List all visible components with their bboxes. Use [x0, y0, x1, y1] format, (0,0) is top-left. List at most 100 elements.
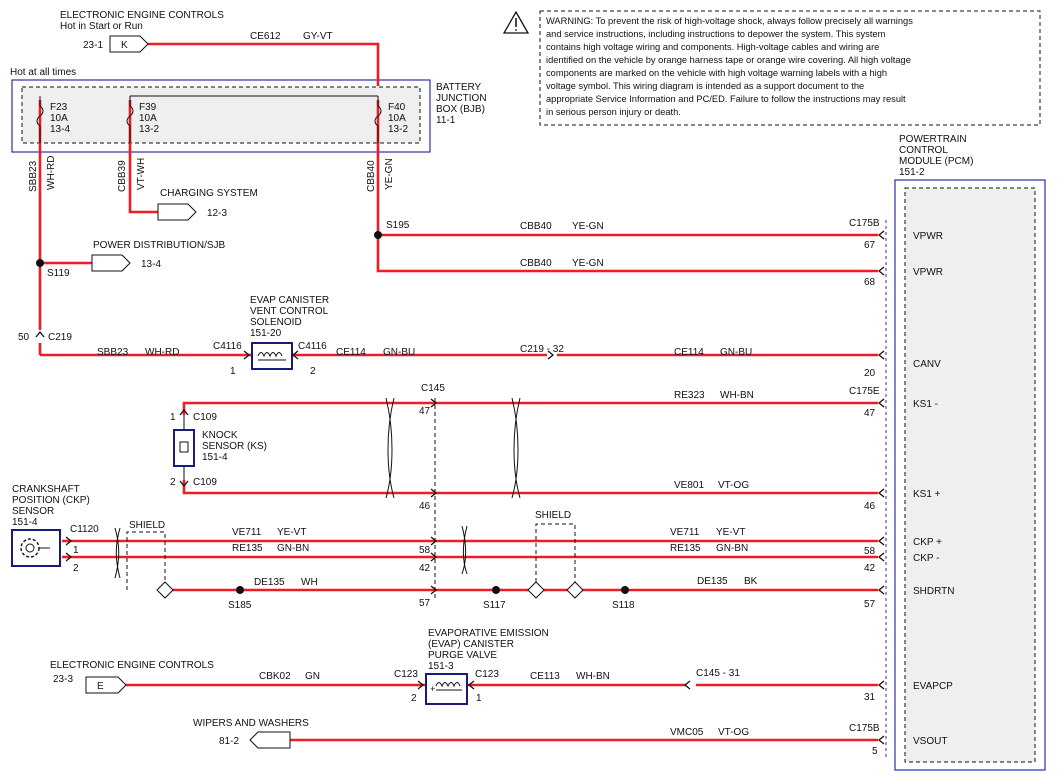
- knock-name-2: SENSOR (KS): [202, 441, 267, 452]
- ckp-name-3: SENSOR: [12, 506, 54, 517]
- fuse-f23-loc: 13-4: [50, 124, 70, 135]
- top-feed-flag: [109, 35, 149, 53]
- charging-flag: [157, 203, 197, 221]
- knock-conn-bottom: C109: [193, 477, 217, 488]
- warning-line-1: WARNING: To prevent the risk of high-vol…: [546, 16, 913, 26]
- eec2-label: ELECTRONIC ENGINE CONTROLS: [50, 660, 214, 671]
- evap-vent-conn-right: C4116: [298, 341, 327, 352]
- fuse-f40-amp: 10A: [388, 113, 406, 124]
- bjb-inner-box: [21, 86, 421, 144]
- wire-ks-pos-color: VT-OG: [718, 480, 749, 491]
- ckp-pin1: 1: [73, 545, 79, 556]
- fuse-f40-name: F40: [388, 102, 406, 113]
- ckp-wire2-color: GN-BN: [277, 543, 309, 554]
- evap-vent-name-3: SOLENOID: [250, 317, 302, 328]
- c145-pin-47: 47: [419, 406, 431, 417]
- evap-vent-name-2: VENT CONTROL: [250, 306, 329, 317]
- top-feed-sub: Hot in Start or Run: [60, 21, 143, 32]
- top-feed-circuit: CE612: [250, 31, 281, 42]
- evap-vent-name-4: 151-20: [250, 328, 282, 339]
- c219-connector: C219: [48, 332, 72, 343]
- pcm-pin-canv: CANV: [913, 359, 941, 370]
- pcm-pin-num-31: 31: [864, 692, 876, 703]
- bjb-box: [11, 79, 431, 153]
- evap-vent-wire-out-color: GN-BU: [383, 347, 415, 358]
- wire-wh-rd-label: WH-RD: [46, 156, 57, 190]
- knock-name-3: 151-4: [202, 452, 228, 463]
- wire-vsout-color: VT-OG: [718, 727, 749, 738]
- ckp-wire1-color: YE-VT: [277, 527, 306, 538]
- fuse-f39-amp: 10A: [139, 113, 157, 124]
- purge-wire-out: CE113: [530, 671, 560, 682]
- pcm-pin-num-20: 20: [864, 368, 876, 379]
- ckp-gnd-color: WH: [301, 577, 318, 588]
- ckp-name-2: POSITION (CKP): [12, 495, 90, 506]
- pcm-pin-num-67: 67: [864, 240, 876, 251]
- pcm-pin-num-57: 57: [864, 599, 876, 610]
- pcm-pin-num-46: 46: [864, 501, 876, 512]
- splice-s195-dot: [374, 231, 382, 239]
- pcm-pin-num-5: 5: [872, 746, 878, 757]
- wire-vsout-circuit: VMC05: [670, 727, 704, 738]
- ckp-pin2: 2: [73, 563, 79, 574]
- top-feed-ref: 23-1: [83, 40, 103, 51]
- pcm-title-4: 151-2: [899, 167, 925, 178]
- eec2-ref: 23-3: [53, 674, 73, 685]
- bjb-name-4: 11-1: [436, 115, 456, 126]
- purge-name-4: 151-3: [428, 661, 454, 672]
- twisted-pair-marks: [114, 397, 521, 579]
- pcm-conn-c175b-top: C175B: [849, 218, 880, 229]
- warning-line-2: and service instructions, including inst…: [546, 29, 886, 39]
- wire-vpwr67-circuit: CBB40: [520, 221, 552, 232]
- wipers-label: WIPERS AND WASHERS: [193, 718, 309, 729]
- ckp-conn: C1120: [70, 524, 99, 535]
- ckp-wire2: RE135: [232, 543, 263, 554]
- pcm-pin-num-58: 58: [864, 546, 876, 557]
- pcm-title-1: POWERTRAIN: [899, 134, 967, 145]
- warning-line-3: contains high voltage wiring and compone…: [546, 42, 879, 52]
- wire-cbb40-label: CBB40: [366, 160, 377, 192]
- pcm-pin-vsout: VSOUT: [913, 736, 947, 747]
- purge-name-3: PURGE VALVE: [428, 650, 497, 661]
- pcm-pin-evapcp: EVAPCP: [913, 681, 953, 692]
- fuse-f39-name: F39: [139, 102, 157, 113]
- connector-flags: [85, 35, 291, 749]
- c219-pin: 50: [18, 332, 30, 343]
- knock-sensor-symbol: [173, 415, 195, 480]
- pcm-pin-vpwr-67: VPWR: [913, 231, 943, 242]
- wire-shdrtn-color: BK: [744, 576, 758, 587]
- ckp-name-4: 151-4: [12, 517, 38, 528]
- wire-ye-gn-label: YE-GN: [384, 158, 395, 190]
- warning-line-8: in serious person injury or death.: [546, 107, 681, 117]
- splice-s119-label: S119: [47, 268, 70, 279]
- wire-ckp-neg-circuit: RE135: [670, 543, 701, 554]
- purge-wire-in: CBK02: [259, 671, 291, 682]
- c219-inline: C219 - 32: [520, 344, 564, 355]
- evap-vent-wire-out: CE114: [336, 347, 366, 358]
- bjb-name-2: JUNCTION: [436, 93, 487, 104]
- charging-label: CHARGING SYSTEM: [160, 188, 258, 199]
- wire-ckp-pos-circuit: VE711: [670, 527, 700, 538]
- wire-shdrtn-circuit: DE135: [697, 576, 728, 587]
- purge-conn-right: C123: [475, 669, 499, 680]
- wire-sbb23-label: SBB23: [28, 160, 39, 192]
- knock-pin2: 2: [170, 477, 176, 488]
- evap-vent-name-1: EVAP CANISTER: [250, 295, 329, 306]
- wipers-flag: [249, 731, 291, 749]
- pcm-conn-c175e: C175E: [849, 386, 880, 397]
- pcm-title-3: MODULE (PCM): [899, 156, 973, 167]
- splice-s118-label: S118: [612, 600, 635, 611]
- ckp-name-1: CRANKSHAFT: [12, 484, 80, 495]
- pcm-conn-c175b-bottom: C175B: [849, 723, 880, 734]
- warning-line-7: appropriate Service Information and PC/E…: [546, 94, 906, 104]
- purge-valve-symbol: +: [425, 673, 468, 705]
- pcm-box: [894, 179, 1046, 771]
- purge-pin-left: 2: [411, 693, 417, 704]
- fuse-symbols: [36, 95, 382, 143]
- power-dist-label: POWER DISTRIBUTION/SJB: [93, 240, 226, 251]
- knock-conn-top: C109: [193, 412, 217, 423]
- pcm-pin-ckp-neg: CKP -: [913, 553, 940, 564]
- splice-s118-dot: [621, 586, 629, 594]
- bjb-name-1: BATTERY: [436, 82, 482, 93]
